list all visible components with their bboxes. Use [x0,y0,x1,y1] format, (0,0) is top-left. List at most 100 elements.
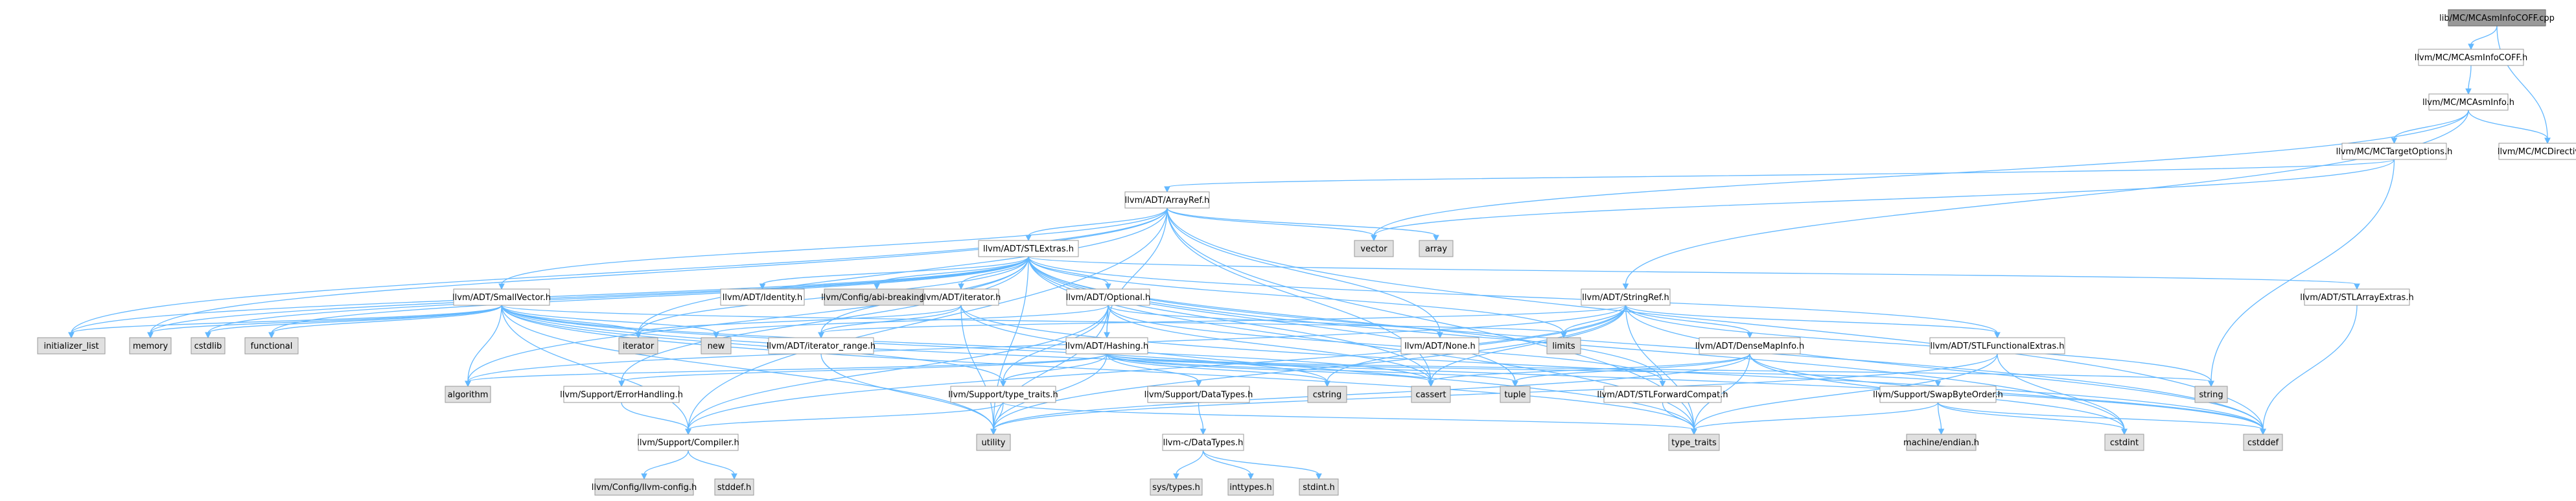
edge-asminfo-to-targetopt [2391,110,2469,145]
node-label: cassert [1415,390,1446,400]
edge-hashing-to-string [1106,353,2214,388]
node-new: new [701,337,732,355]
edge-asminfo-to-vector [1371,110,2469,242]
node-llvm-adt-stlextras-h[interactable]: llvm/ADT/STLExtras.h [978,240,1079,257]
node-llvm-adt-arrayref-h[interactable]: llvm/ADT/ArrayRef.h [1124,191,1210,209]
node-llvm-adt-stlforwardcompat-h[interactable]: llvm/ADT/STLForwardCompat.h [1597,386,1728,403]
node-llvm-support-errorhandling-h[interactable]: llvm/Support/ErrorHandling.h [560,386,683,403]
edge-asminfo-to-stringref [1622,110,2469,290]
node-box [976,434,1011,451]
node-llvm-support-swapbyteorder-h[interactable]: llvm/Support/SwapByteOrder.h [1873,386,2003,403]
edge-stlarrayextras-to-cstddef [2260,305,2358,436]
edge-arrayref-to-vector [1166,207,1377,242]
node-box [1419,240,1454,257]
node-box [1668,434,1720,451]
edge-swapbyte-to-cstddef [1937,402,2266,436]
node-llvm-adt-stlfunctionalextras-h[interactable]: llvm/ADT/STLFunctionalExtras.h [1929,337,2065,355]
node-llvm-adt-hashing-h[interactable]: llvm/ADT/Hashing.h [1065,337,1148,355]
edge-stlextras-to-cstddef [1028,256,2266,436]
node-llvm-adt-iterator-range-h[interactable]: llvm/ADT/iterator_range.h [767,337,876,355]
node-box [1500,386,1531,403]
node-box [129,337,172,355]
edge-smallvector-to-limits [501,305,1567,339]
node-llvm-mc-mcdirectives-h[interactable]: llvm/MC/MCDirectives.h [2498,143,2576,160]
edge-densemapinfo-to-tuple [1512,353,1750,388]
node-llvm-adt-optional-h[interactable]: llvm/ADT/Optional.h [1066,288,1151,306]
node-label: cstdlib [194,342,222,351]
edge-stlfunc-to-utility [990,353,1998,436]
edge-hashing-to-algorithm [465,353,1108,388]
node-memory: memory [129,337,172,355]
edge-datatypes-to-cdatatypes [1198,402,1207,436]
node-machine-endian-h: machine/endian.h [1903,434,1979,451]
node-llvm-support-datatypes-h[interactable]: llvm/Support/DataTypes.h [1144,386,1253,403]
node-box [2304,288,2410,306]
node-label: llvm/ADT/STLExtras.h [983,244,1074,254]
node-box [1699,337,1801,355]
edge-compiler-to-llvmconfig [641,450,689,480]
node-label: machine/endian.h [1903,438,1979,448]
node-box [37,337,106,355]
node-box [2243,434,2283,451]
node-box [244,337,299,355]
edge-typetraits_llvm-to-utility [990,402,1004,436]
node-label: stdint.h [1303,483,1334,493]
node-box [1603,386,1722,403]
node-label: array [1425,244,1447,254]
node-label: llvm/Support/SwapByteOrder.h [1873,390,2003,400]
node-label: cstring [1313,390,1341,400]
edge-densemapinfo-to-cassert [1428,353,1750,388]
node-label: llvm/MC/MCDirectives.h [2498,147,2576,157]
edge-arrayref-to-stlextras [1025,207,1168,242]
node-llvm-mc-mctargetoptions-h[interactable]: llvm/MC/MCTargetOptions.h [2336,143,2453,160]
node-box [2448,9,2546,27]
node-label: inttypes.h [1229,483,1271,493]
node-llvm-adt-none-h[interactable]: llvm/ADT/None.h [1400,337,1479,355]
node-llvm-mc-mcasminfo-h[interactable]: llvm/MC/MCAsmInfo.h [2422,93,2514,111]
node-limits: limits [1546,337,1581,355]
node-llvm-c-datatypes-h[interactable]: llvm-c/DataTypes.h [1162,434,1244,451]
node-label: llvm/MC/MCTargetOptions.h [2336,147,2453,157]
edge-smallvector-to-cstdlib [205,305,502,339]
edge-asminfo-to-directives [2468,110,2551,145]
node-label: cstddef [2247,438,2279,448]
node-cstring: cstring [1307,386,1347,403]
node-label: llvm/ADT/Identity.h [723,293,803,303]
edge-cdatatypes-to-inttypes [1202,450,1254,480]
node-box [638,434,739,451]
edge-stlextras-to-stlarrayextras [1028,256,2360,290]
node-box [618,337,658,355]
node-label: cstdint [2110,438,2139,448]
node-llvm-adt-identity-h[interactable]: llvm/ADT/Identity.h [720,288,805,306]
edge-targetopt-to-arrayref [1164,159,2395,193]
edge-arrayref-to-smallvector [498,207,1168,290]
node-label: llvm/ADT/StringRef.h [1582,293,1669,303]
node-stddef-h: stddef.h [714,478,754,496]
node-functional: functional [244,337,299,355]
node-llvm-adt-smallvector-h[interactable]: llvm/ADT/SmallVector.h [452,288,551,306]
edge-arrayref-to-hashing [1104,207,1168,339]
edge-stringref-to-stlfunc [1625,305,2001,339]
node-llvm-config-abi-breaking-h: llvm/Config/abi-breaking.h [821,288,933,306]
edge-targetopt-to-vector [1371,159,2395,242]
node-cstdlib: cstdlib [191,337,226,355]
node-llvm-mc-mcasminfocoff-h[interactable]: llvm/MC/MCAsmInfoCOFF.h [2415,49,2527,66]
edge-smallvector-to-functional [268,305,502,339]
node-iterator: iterator [618,337,658,355]
node-llvm-adt-densemapinfo-h[interactable]: llvm/ADT/DenseMapInfo.h [1695,337,1804,355]
edge-arrayref-to-compiler [685,207,1168,436]
node-sys-types-h: sys/types.h [1150,478,1203,496]
node-label: llvm/ADT/iterator_range.h [767,342,876,351]
node-llvm-adt-stlarrayextras-h[interactable]: llvm/ADT/STLArrayExtras.h [2300,288,2414,306]
node-llvm-support-type-traits-h[interactable]: llvm/Support/type_traits.h [948,386,1058,403]
node-box [950,386,1056,403]
node-label: llvm/Config/llvm-config.h [592,483,697,493]
edge-swapbyte-to-cstdint [1937,402,2128,436]
edge-optional-to-none [1108,305,1443,339]
node-label: functional [251,342,293,351]
node-llvm-adt-iterator-h[interactable]: llvm/ADT/iterator.h [922,288,1001,306]
edge-cdatatypes-to-systypes [1173,450,1204,480]
edge-hashing-to-typetraits_llvm [1000,353,1108,388]
node-llvm-support-compiler-h[interactable]: llvm/Support/Compiler.h [637,434,739,451]
node-llvm-adt-stringref-h[interactable]: llvm/ADT/StringRef.h [1581,288,1671,306]
